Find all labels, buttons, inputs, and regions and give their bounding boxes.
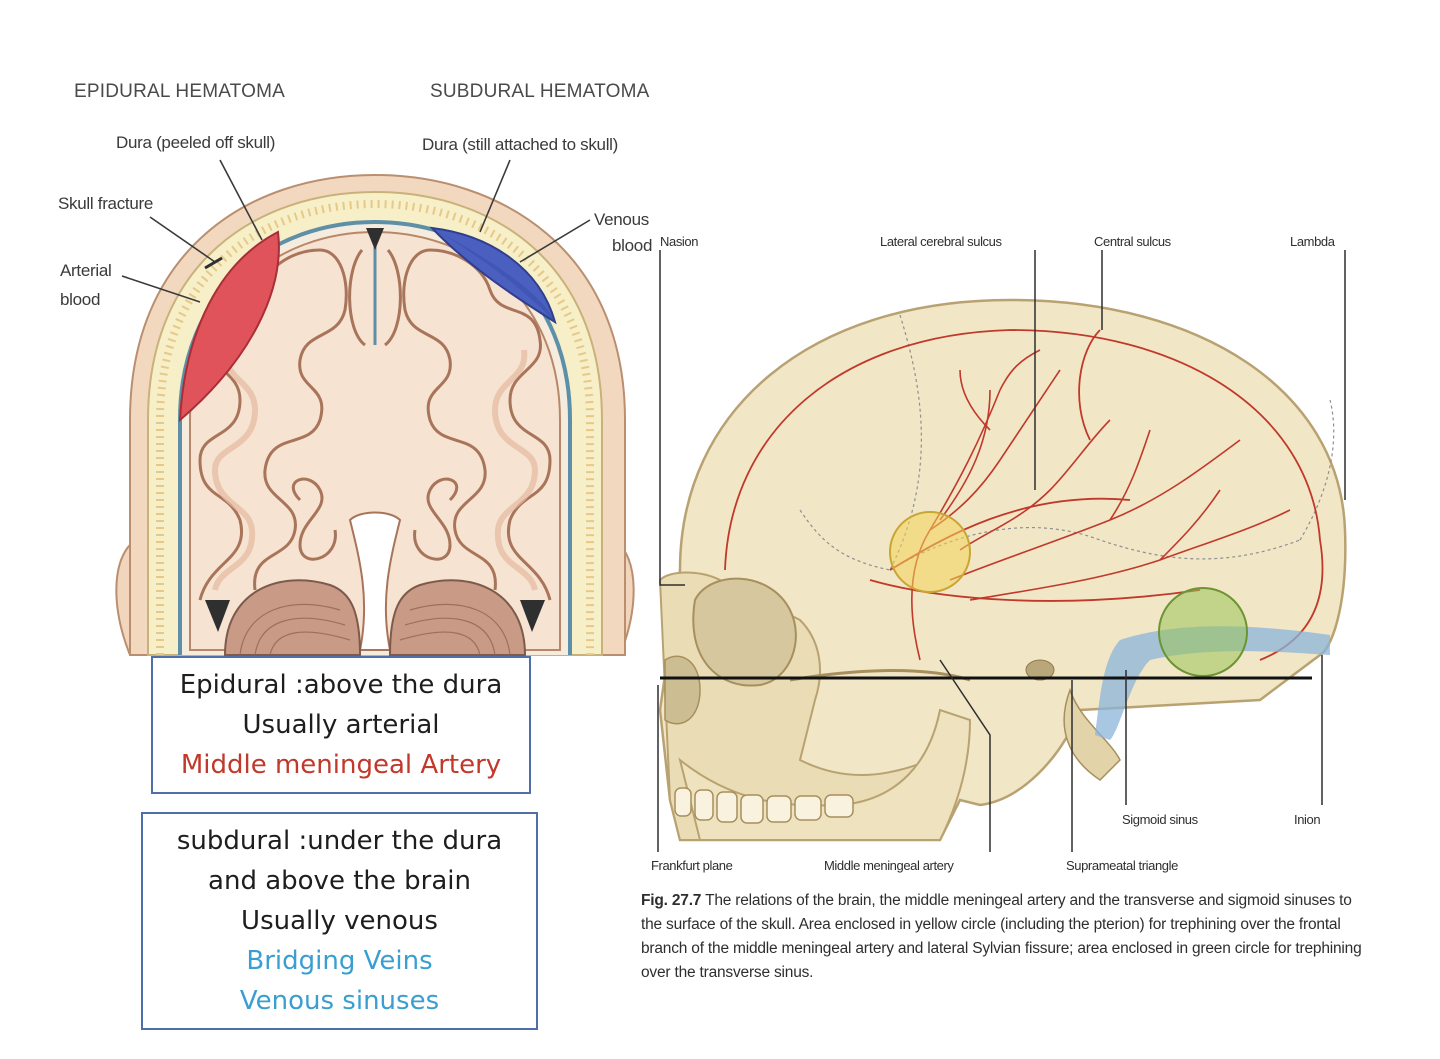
subdural-line-5: Venous sinuses bbox=[239, 986, 440, 1016]
label-dura-attached: Dura (still attached to skull) bbox=[422, 135, 619, 154]
label-central-sulcus: Central sulcus bbox=[1094, 234, 1171, 249]
label-frankfurt-plane: Frankfurt plane bbox=[651, 858, 733, 873]
label-lateral-sulcus: Lateral cerebral sulcus bbox=[880, 234, 1002, 249]
label-middle-meningeal-artery: Middle meningeal artery bbox=[824, 858, 954, 873]
label-venous-blood: blood bbox=[612, 236, 653, 255]
subdural-summary-box: subdural :under the dura and above the b… bbox=[141, 812, 538, 1030]
figure-caption: Fig. 27.7 The relations of the brain, th… bbox=[641, 889, 1371, 985]
label-venous: Venous bbox=[594, 210, 649, 229]
label-arterial-blood: blood bbox=[60, 290, 101, 309]
label-nasion: Nasion bbox=[660, 234, 699, 249]
epidural-summary-box: Epidural :above the dura Usually arteria… bbox=[151, 656, 531, 794]
subdural-line-2: and above the brain bbox=[208, 866, 471, 896]
coronal-brain-illustration bbox=[115, 159, 635, 656]
label-suprameatal-triangle: Suprameatal triangle bbox=[1066, 858, 1178, 873]
epidural-heading: EPIDURAL HEMATOMA bbox=[74, 81, 286, 102]
lateral-skull-illustration bbox=[657, 250, 1347, 852]
label-lambda: Lambda bbox=[1290, 234, 1335, 249]
subdural-line-1: subdural :under the dura bbox=[176, 826, 503, 856]
subdural-line-4: Bridging Veins bbox=[246, 946, 433, 976]
label-skull-fracture: Skull fracture bbox=[58, 194, 154, 213]
epidural-line-2: Usually arterial bbox=[242, 710, 440, 740]
label-arterial: Arterial bbox=[60, 261, 112, 280]
figure-caption-text: The relations of the brain, the middle m… bbox=[641, 892, 1362, 981]
label-sigmoid-sinus: Sigmoid sinus bbox=[1122, 812, 1198, 827]
label-inion: Inion bbox=[1294, 812, 1321, 827]
subdural-line-3: Usually venous bbox=[241, 906, 438, 936]
epidural-line-1: Epidural :above the dura bbox=[179, 670, 503, 700]
subdural-heading: SUBDURAL HEMATOMA bbox=[430, 81, 650, 102]
epidural-line-3: Middle meningeal Artery bbox=[180, 750, 502, 780]
label-dura-peeled: Dura (peeled off skull) bbox=[116, 133, 276, 152]
figure-number: Fig. 27.7 bbox=[641, 892, 702, 909]
